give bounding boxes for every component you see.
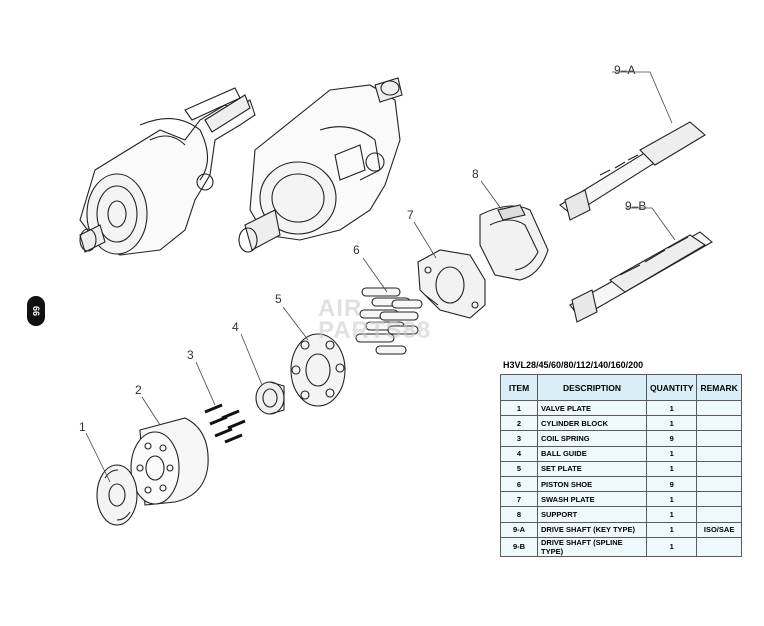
valve-plate-part: [96, 464, 138, 526]
page-number-tab: 66: [27, 296, 45, 326]
cell-item: 2: [500, 415, 538, 432]
cell-quantity: 9: [645, 475, 698, 493]
cell-remark: [696, 445, 742, 462]
cell-quantity: 1: [645, 536, 698, 557]
drive-shaft-key-type: [559, 121, 706, 221]
cell-description: COIL SPRING: [537, 430, 647, 447]
callout-8: 8: [472, 167, 479, 181]
cell-remark: [696, 399, 742, 417]
cell-quantity: 1: [645, 445, 698, 462]
set-plate-part: [290, 333, 346, 407]
coil-springs-part: [204, 403, 246, 444]
cell-remark: [696, 506, 742, 523]
callout-6: 6: [353, 243, 360, 257]
leader-lines: [85, 71, 676, 483]
cell-description: SUPPORT: [537, 506, 647, 523]
cell-remark: [696, 475, 742, 493]
header-item: ITEM: [500, 374, 538, 401]
cell-remark: [696, 460, 742, 477]
cylinder-block-part: [130, 417, 209, 506]
drive-shaft-spline-type: [569, 231, 713, 323]
cell-quantity: 9: [645, 430, 698, 447]
piston-shoes-part: [355, 287, 423, 355]
support-part: [479, 204, 549, 281]
callout-3: 3: [187, 348, 194, 362]
cell-quantity: 1: [645, 460, 698, 477]
callout-1: 1: [79, 420, 86, 434]
callout-9a: 9–A: [614, 63, 636, 77]
pump-assembly-left: [79, 87, 256, 256]
cell-item: 9-B: [500, 536, 538, 557]
callout-4: 4: [232, 320, 239, 334]
page-number: 66: [30, 305, 41, 317]
cell-item: 8: [500, 506, 538, 523]
cell-item: 4: [500, 445, 538, 462]
callout-5: 5: [275, 292, 282, 306]
cell-description: BALL GUIDE: [537, 445, 647, 462]
cell-quantity: 1: [645, 491, 698, 508]
cell-description: DRIVE SHAFT (SPLINE TYPE): [537, 536, 647, 557]
callout-9b: 9–B: [625, 199, 647, 213]
cell-description: VALVE PLATE: [537, 399, 647, 417]
watermark: AIR PARTS88: [318, 295, 432, 344]
cell-item: 3: [500, 430, 538, 447]
callout-7: 7: [407, 208, 414, 222]
cell-remark: [696, 536, 742, 557]
cell-remark: ISO/SAE: [696, 521, 742, 538]
cell-item: 9-A: [500, 521, 538, 538]
ball-guide-part: [255, 381, 285, 415]
cell-item: 6: [500, 475, 538, 493]
cell-quantity: 1: [645, 399, 698, 417]
cell-description: DRIVE SHAFT (KEY TYPE): [537, 521, 647, 538]
cell-item: 7: [500, 491, 538, 508]
cell-quantity: 1: [645, 521, 698, 538]
parts-table-title: H3VL28/45/60/80/112/140/160/200: [503, 360, 644, 370]
header-description: DESCRIPTION: [537, 374, 647, 401]
header-quantity: QUANTITY: [645, 374, 698, 401]
cell-description: SET PLATE: [537, 460, 647, 477]
cell-description: PISTON SHOE: [537, 475, 647, 493]
cell-quantity: 1: [645, 506, 698, 523]
pump-assembly-middle: [238, 77, 403, 253]
cell-item: 5: [500, 460, 538, 477]
swash-plate-part: [417, 249, 486, 319]
header-remark: REMARK: [696, 374, 742, 401]
callout-2: 2: [135, 383, 142, 397]
cell-description: CYLINDER BLOCK: [537, 415, 647, 432]
cell-quantity: 1: [645, 415, 698, 432]
cell-remark: [696, 491, 742, 508]
cell-remark: [696, 415, 742, 432]
cell-item: 1: [500, 399, 538, 417]
cell-remark: [696, 430, 742, 447]
cell-description: SWASH PLATE: [537, 491, 647, 508]
table-header-row: ITEM DESCRIPTION QUANTITY REMARK: [500, 374, 742, 401]
